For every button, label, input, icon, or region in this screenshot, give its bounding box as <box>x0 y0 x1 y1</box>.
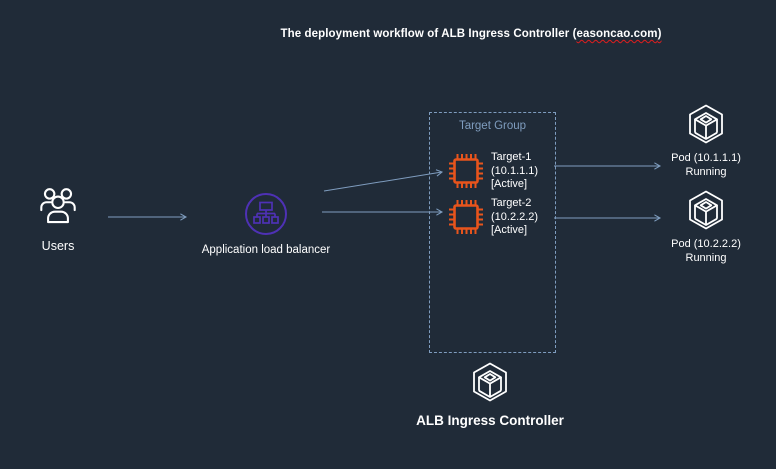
pod-1-line1: Pod (10.1.1.1) <box>671 152 741 164</box>
controller-label: ALB Ingress Controller <box>416 413 564 428</box>
node-users: Users <box>26 184 90 254</box>
target-2-ip: (10.2.2.2) <box>491 210 539 223</box>
users-label: Users <box>41 239 75 253</box>
pod-1-line2: Running <box>685 165 727 178</box>
load-balancer-icon <box>245 193 287 235</box>
pod-2-label: Pod (10.2.2.2) Running <box>671 238 741 265</box>
node-pod-1: Pod (10.1.1.1) Running <box>646 104 766 179</box>
target-1-ip: (10.1.1.1) <box>491 164 539 177</box>
target-1-chip-icon <box>449 154 483 189</box>
target-2-chip-icon <box>449 200 483 235</box>
controller-pod-icon <box>473 362 507 402</box>
pod-2-line1: Pod (10.2.2.2) <box>671 238 741 250</box>
title-text: The deployment workflow of ALB Ingress C… <box>280 28 577 40</box>
edge-alb-to-target-1 <box>323 169 444 192</box>
pod-1-label: Pod (10.1.1.1) Running <box>671 152 741 179</box>
pod-1-icon <box>689 104 723 144</box>
target-2: Target-2 (10.2.2.2) [Active] <box>448 197 538 238</box>
title-domain: easoncao.com <box>576 28 658 40</box>
alb-label: Application load balancer <box>201 244 331 256</box>
title-text-close: ) <box>657 28 662 40</box>
pod-2-line2: Running <box>685 251 727 264</box>
node-pod-2: Pod (10.2.2.2) Running <box>646 190 766 265</box>
target-group-box: Target Group Target-1 (10.1.1.1) [Active… <box>429 112 556 353</box>
target-2-status: [Active] <box>491 224 528 236</box>
node-application-load-balancer: Application load balancer <box>192 192 340 258</box>
users-icon <box>40 188 76 224</box>
node-alb-ingress-controller: ALB Ingress Controller <box>416 362 564 428</box>
pod-2-icon <box>689 190 723 230</box>
target-1-name: Target-1 <box>491 151 532 163</box>
diagram-title: The deployment workflow of ALB Ingress C… <box>280 28 661 40</box>
target-1-status: [Active] <box>491 178 528 190</box>
target-2-name: Target-2 <box>491 197 532 209</box>
target-1: Target-1 (10.1.1.1) [Active] <box>448 151 538 192</box>
target-group-title: Target Group <box>458 120 527 132</box>
